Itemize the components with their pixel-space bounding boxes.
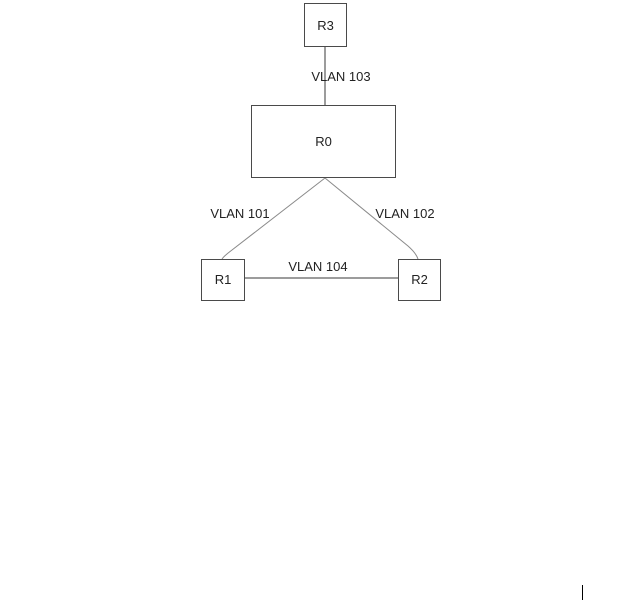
- node-r1-label: R1: [215, 272, 232, 287]
- node-r0: R0: [252, 106, 396, 178]
- node-r2: R2: [399, 260, 441, 301]
- link-label-vlan-104: VLAN 104: [288, 259, 347, 274]
- link-label-vlan-101: VLAN 101: [210, 206, 269, 221]
- node-r2-label: R2: [411, 272, 428, 287]
- link-label-vlan-103: VLAN 103: [311, 69, 370, 84]
- node-r0-label: R0: [315, 134, 332, 149]
- node-r3: R3: [305, 4, 347, 47]
- node-r1: R1: [202, 260, 245, 301]
- node-r3-label: R3: [317, 18, 334, 33]
- link-label-vlan-102: VLAN 102: [375, 206, 434, 221]
